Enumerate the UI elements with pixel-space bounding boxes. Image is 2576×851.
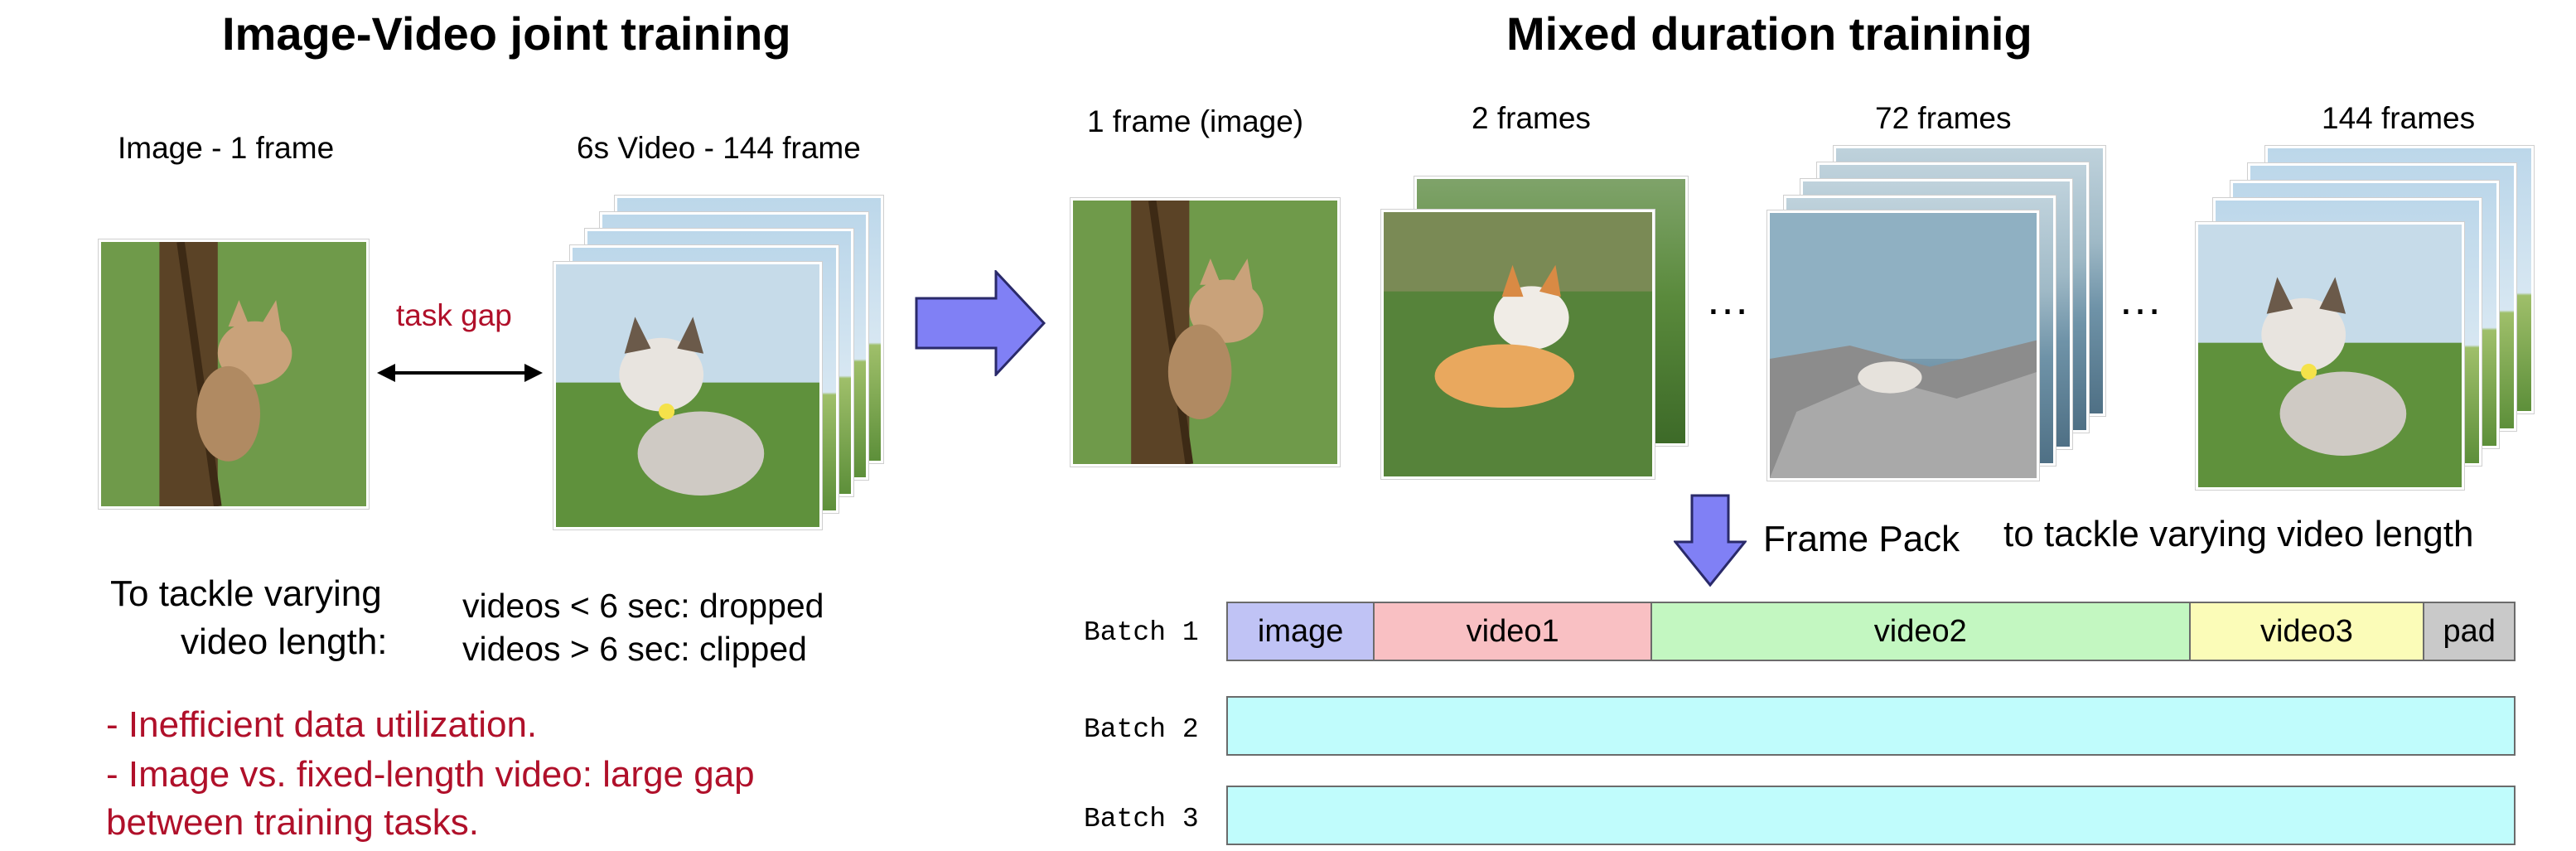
kitten-video-frame-right: [2196, 222, 2464, 490]
single-frame-image: [1071, 198, 1340, 467]
kitten-video-frame: [553, 262, 822, 529]
tackle-line-1: To tackle varying: [110, 573, 382, 614]
video-stack-2: [1381, 176, 1689, 479]
batch-1-segment-video3: video3: [2190, 603, 2425, 660]
batch-1-label: Batch 1: [1084, 617, 1199, 648]
batch-1-segment-pad: pad: [2424, 603, 2514, 660]
batch-1-segment-image: image: [1228, 603, 1375, 660]
task-gap-label: task gap: [396, 298, 512, 332]
batch-1-segment-video2: video2: [1652, 603, 2191, 660]
double-arrow-icon: [377, 364, 543, 382]
right-title: Mixed duration traininig: [1506, 7, 2032, 60]
video-stack-144: [553, 196, 883, 531]
label-72-frames: 72 frames: [1875, 101, 2012, 135]
label-2-frames: 2 frames: [1472, 101, 1591, 135]
tackle-line-2: video length:: [181, 621, 388, 662]
label-144-frames: 144 frames: [2322, 101, 2476, 135]
video-stack-72: [1767, 146, 2107, 481]
batch-2-segment-fill: [1228, 698, 2514, 754]
batch-2-bar: [1226, 696, 2516, 756]
issue-1: - Inefficient data utilization.: [106, 704, 538, 745]
kitten-grass-frame: [1381, 210, 1655, 479]
video-label: 6s Video - 144 frame: [577, 131, 861, 165]
frame-pack-label: Frame Pack: [1763, 519, 1960, 559]
frame-pack-desc: to tackle varying video length: [2003, 514, 2474, 554]
image-label: Image - 1 frame: [118, 131, 335, 165]
right-arrow-icon: [915, 270, 1046, 376]
rule-dropped: videos < 6 sec: dropped: [462, 587, 824, 625]
issue-2: - Image vs. fixed-length video: large ga…: [106, 754, 755, 795]
ellipsis-1: …: [1705, 274, 1750, 324]
rule-clipped: videos > 6 sec: clipped: [462, 630, 807, 668]
ellipsis-2: …: [2118, 274, 2163, 324]
left-title: Image-Video joint training: [222, 7, 791, 60]
cat-on-rocks-frame: [1767, 210, 2039, 481]
batch-3-label: Batch 3: [1084, 804, 1199, 834]
issue-3: between training tasks.: [106, 802, 480, 843]
kitten-image: [99, 239, 369, 509]
batch-2-label: Batch 2: [1084, 714, 1199, 745]
batch-3-segment-fill: [1228, 787, 2514, 844]
video-stack-144-right: [2196, 146, 2535, 494]
batch-1-segment-video1: video1: [1375, 603, 1653, 660]
down-arrow-icon: [1674, 494, 1747, 587]
label-1-frame: 1 frame (image): [1087, 104, 1304, 138]
batch-3-bar: [1226, 786, 2516, 845]
